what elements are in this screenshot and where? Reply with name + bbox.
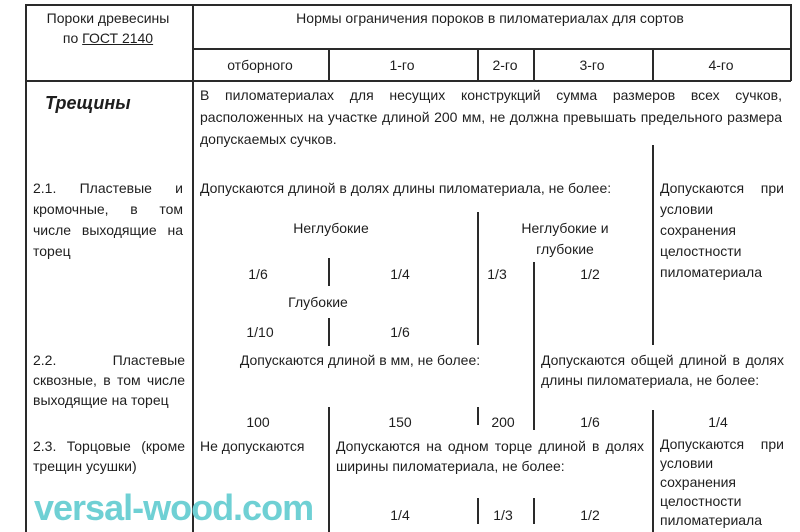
header-gost: по ГОСТ 2140 (63, 28, 153, 49)
value: 1/6 (580, 414, 600, 430)
col-divider (477, 48, 479, 80)
header-defects-label: Пороки древесины (46, 10, 170, 26)
label-column-divider (192, 4, 194, 532)
gost-link[interactable]: ГОСТ 2140 (82, 30, 154, 46)
value: 1/3 (493, 507, 513, 523)
header-bottom-border (25, 80, 791, 82)
grade-header: 4-го (708, 57, 734, 73)
header-divider (192, 48, 791, 50)
value: 1/2 (580, 507, 600, 523)
grade-header: 2-го (492, 57, 518, 73)
col-divider (533, 48, 535, 80)
col-divider (652, 145, 654, 345)
header-title: Нормы ограничения пороков в пиломатериал… (296, 10, 684, 26)
grade4-text: Допускаются при условии сохранения целос… (660, 436, 784, 528)
row-text: Допускаются длиной в долях длины пиломат… (200, 180, 612, 196)
value: 1/10 (246, 324, 274, 340)
col-divider (652, 410, 654, 532)
row-text: Не допускаются (200, 438, 305, 454)
table-border-top (25, 4, 791, 6)
col-divider (533, 498, 535, 524)
section-title: Трещины (45, 93, 131, 113)
row-label: 2.1. Пластевые и кромочные, в том числе … (33, 180, 183, 259)
grade-header: 3-го (579, 57, 605, 73)
table-border-left (25, 4, 27, 532)
value: 150 (388, 414, 412, 430)
value: 1/6 (390, 324, 410, 340)
col-divider (477, 407, 479, 425)
value: 1/4 (708, 414, 728, 430)
value: 1/4 (390, 507, 410, 523)
subheader-shallow-deep: Неглубокие и глубокие (521, 220, 609, 257)
col-divider (328, 318, 330, 346)
col-divider (652, 48, 654, 80)
col-divider (533, 262, 535, 430)
row-text: Допускаются на одном торце длиной в доля… (336, 438, 644, 474)
row-text: Допускаются общей длиной в долях длины п… (541, 352, 784, 388)
value: 200 (491, 414, 515, 430)
value: 1/6 (248, 266, 268, 282)
col-divider (328, 258, 330, 286)
row-label: 2.2. Пластевые сквозные, в том числе вых… (33, 352, 185, 408)
grade-header: 1-го (389, 57, 415, 73)
grade-header: отборного (227, 57, 293, 73)
row-text: Допускаются длиной в мм, не более: (239, 352, 481, 368)
value: 1/2 (580, 266, 600, 282)
table-border-right (790, 4, 792, 81)
subheader-deep: Глубокие (288, 294, 348, 310)
watermark: versal-wood.com (34, 487, 314, 528)
col-divider (477, 498, 479, 524)
col-divider (328, 48, 330, 80)
section-note: В пиломатериалах для несущих конструкций… (200, 87, 782, 147)
value: 1/4 (390, 266, 410, 282)
row-label: 2.3. Торцовые (кроме трещин усушки) (33, 438, 185, 474)
value: 100 (246, 414, 270, 430)
col-divider (477, 212, 479, 345)
col-divider (328, 407, 330, 532)
subheader-shallow: Неглубокие (293, 220, 369, 236)
value: 1/3 (487, 266, 507, 282)
grade4-text: Допускаются при условии сохранения целос… (660, 180, 784, 280)
gost-prefix: по (62, 30, 83, 46)
